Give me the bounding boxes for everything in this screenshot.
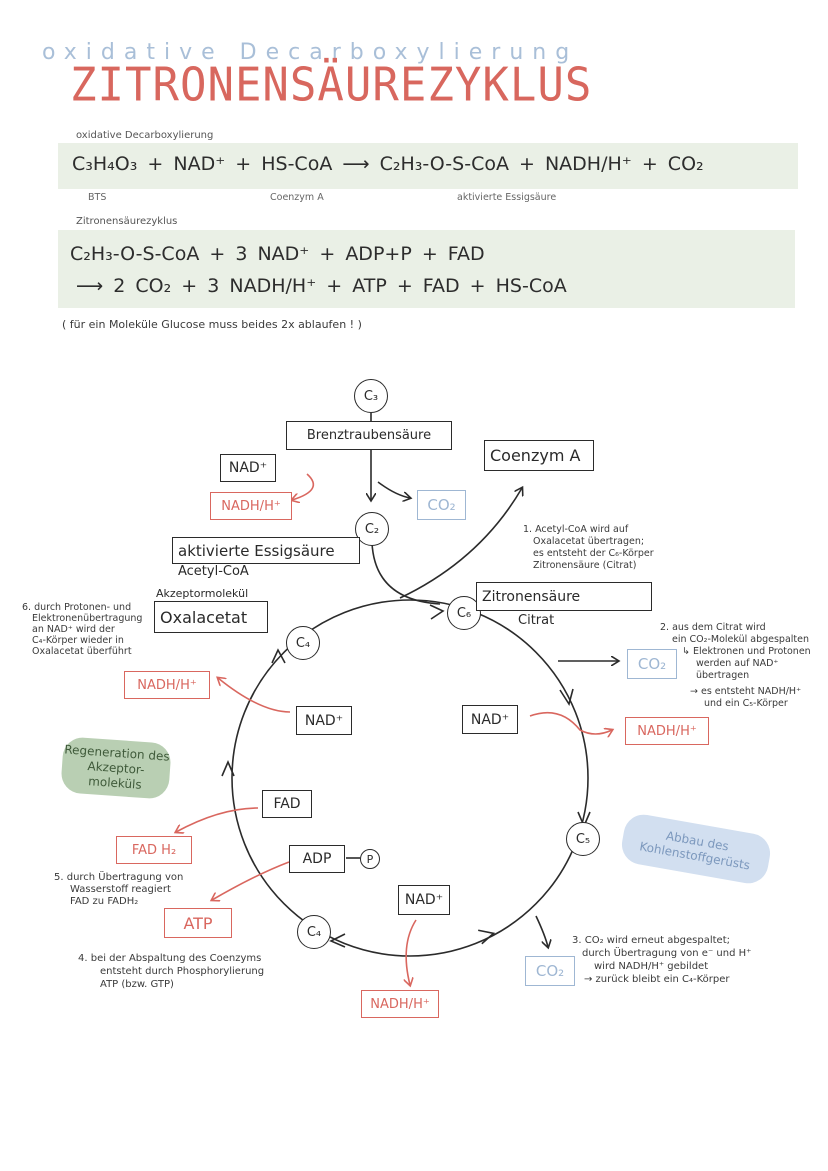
co2-bottom-box: CO₂: [525, 956, 575, 986]
equation1: C₃H₄O₃ + NAD⁺ + HS-CoA ⟶ C₂H₃-O-S-CoA + …: [72, 153, 704, 175]
nad-right-box: NAD⁺: [462, 705, 518, 734]
equation2-line1: C₂H₃-O-S-CoA + 3 NAD⁺ + ADP+P + FAD: [70, 243, 485, 265]
atp-box: ATP: [164, 908, 232, 938]
nadh-left-box: NADH/H⁺: [124, 671, 210, 699]
annotation-essig: aktivierte Essigsäure: [457, 192, 557, 203]
equation2-line2: ⟶ 2 CO₂ + 3 NADH/H⁺ + ATP + FAD + HS-CoA: [76, 275, 567, 297]
c2-node: C₂: [355, 512, 389, 546]
c3-node: C₃: [354, 379, 388, 413]
fad-box: FAD: [262, 790, 312, 818]
equation1-band: [58, 143, 798, 189]
annotation-bts: BTS: [88, 192, 107, 203]
nad-bottom-box: NAD⁺: [398, 885, 450, 915]
page-title: ZITRONENSÄUREZYKLUS: [70, 58, 593, 113]
co2-top-box: CO₂: [417, 490, 466, 520]
nadh-bottom-box: NADH/H⁺: [361, 990, 439, 1018]
nadh-top-box: NADH/H⁺: [210, 492, 292, 520]
citrat-label: Citrat: [518, 613, 555, 628]
c5-node: C₅: [566, 822, 600, 856]
annotation-coenzym: Coenzym A: [270, 192, 324, 203]
phosphate-node: P: [360, 849, 380, 869]
note-4: 4. bei der Abspaltung des Coenzyms entst…: [78, 953, 265, 990]
acetyl-coa-label: Acetyl-CoA: [178, 564, 249, 579]
subtitle: oxidative Decarboxylierung: [42, 40, 579, 65]
note-5: 5. durch Übertragung von Wasserstoff rea…: [54, 872, 184, 907]
equation2-band: [58, 230, 795, 308]
adp-box: ADP: [289, 845, 345, 873]
nad-top-box: NAD⁺: [220, 454, 276, 482]
co2-right-box: CO₂: [627, 649, 677, 679]
brenztraubensaeure-box: Brenztraubensäure: [286, 421, 452, 450]
note-1: 1. Acetyl-CoA wird auf Oxalacetat übertr…: [523, 524, 654, 571]
section1-label: oxidative Decarboxylierung: [76, 130, 214, 141]
section2-label: Zitronensäurezyklus: [76, 216, 178, 227]
c4-bottom-node: C₄: [297, 915, 331, 949]
fadh2-box: FAD H₂: [116, 836, 192, 864]
c4-top-node: C₄: [286, 626, 320, 660]
nad-left-box: NAD⁺: [296, 706, 352, 735]
oxalacetat-box: Oxalacetat: [154, 601, 268, 633]
note-3: 3. CO₂ wird erneut abgespaltet; durch Üb…: [572, 935, 752, 985]
coenzym-a-box: Coenzym A: [484, 440, 594, 471]
note-2: 2. aus dem Citrat wird ein CO₂-Molekül a…: [660, 622, 811, 709]
glucose-note: ( für ein Moleküle Glucose muss beides 2…: [62, 318, 362, 331]
c6-node: C₆: [447, 596, 481, 630]
aktivierte-essigsaeure-box: aktivierte Essigsäure: [172, 537, 360, 564]
nadh-right-box: NADH/H⁺: [625, 717, 709, 745]
zitronensaeure-box: Zitronensäure: [476, 582, 652, 611]
note-6: 6. durch Protonen- und Elektronenübertra…: [22, 602, 143, 657]
akzeptor-label: Akzeptormolekül: [156, 587, 249, 600]
